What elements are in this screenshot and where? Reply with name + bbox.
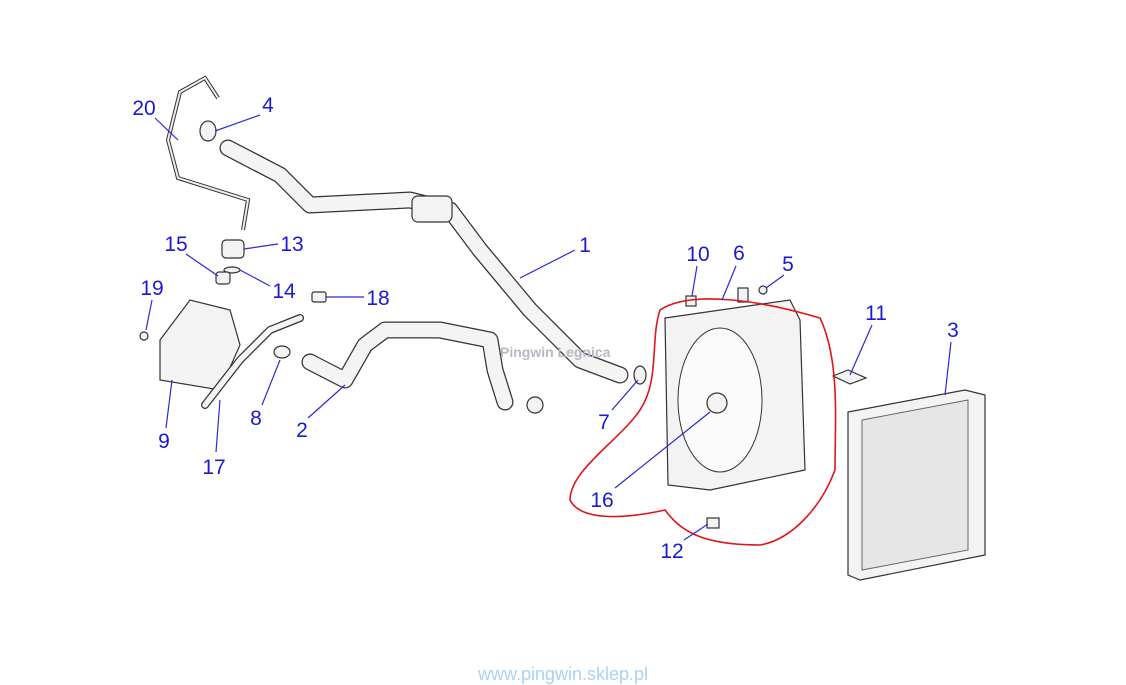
callout-2: 2 (296, 419, 308, 442)
leader-lines (145, 114, 952, 541)
callout-15: 15 (164, 233, 187, 256)
part-11-bracket (831, 369, 868, 385)
callout-10: 10 (686, 243, 709, 266)
callout-19: 19 (140, 277, 163, 300)
callout-4: 4 (262, 94, 274, 117)
callout-9: 9 (158, 430, 170, 453)
callout-1: 1 (579, 234, 591, 257)
part-5-nut (758, 285, 768, 295)
part-13-cap (221, 239, 245, 259)
callout-11: 11 (865, 302, 887, 325)
callout-8: 8 (250, 407, 262, 430)
part-15-fitting (215, 271, 231, 285)
highlight-outline (569, 298, 837, 546)
callout-12: 12 (660, 540, 683, 563)
callout-5: 5 (782, 253, 794, 276)
hose-sleeve (411, 195, 453, 223)
part-18-clamp (311, 291, 327, 303)
part-19-bolt (139, 331, 149, 341)
fan-hub (706, 392, 728, 414)
part-7-clamp (633, 365, 647, 385)
part-6-bushing (737, 287, 749, 303)
hose-clamp (526, 396, 544, 414)
callout-16: 16 (590, 489, 613, 512)
callout-6: 6 (733, 242, 745, 265)
part-9-coolant-reservoir (159, 299, 241, 391)
part-8-clamp (273, 345, 291, 359)
callout-7: 7 (598, 411, 610, 434)
callout-14: 14 (272, 280, 296, 303)
callout-13: 13 (280, 233, 303, 256)
part-12-grommet (706, 517, 720, 529)
callout-20: 20 (132, 97, 155, 120)
callout-18: 18 (366, 287, 389, 310)
part-4-clamp (199, 120, 217, 142)
callout-17: 17 (202, 456, 225, 479)
watermark: Pingwin Legnica (500, 344, 611, 360)
footer-url[interactable]: www.pingwin.sklep.pl (477, 664, 648, 684)
callout-3: 3 (947, 319, 959, 342)
